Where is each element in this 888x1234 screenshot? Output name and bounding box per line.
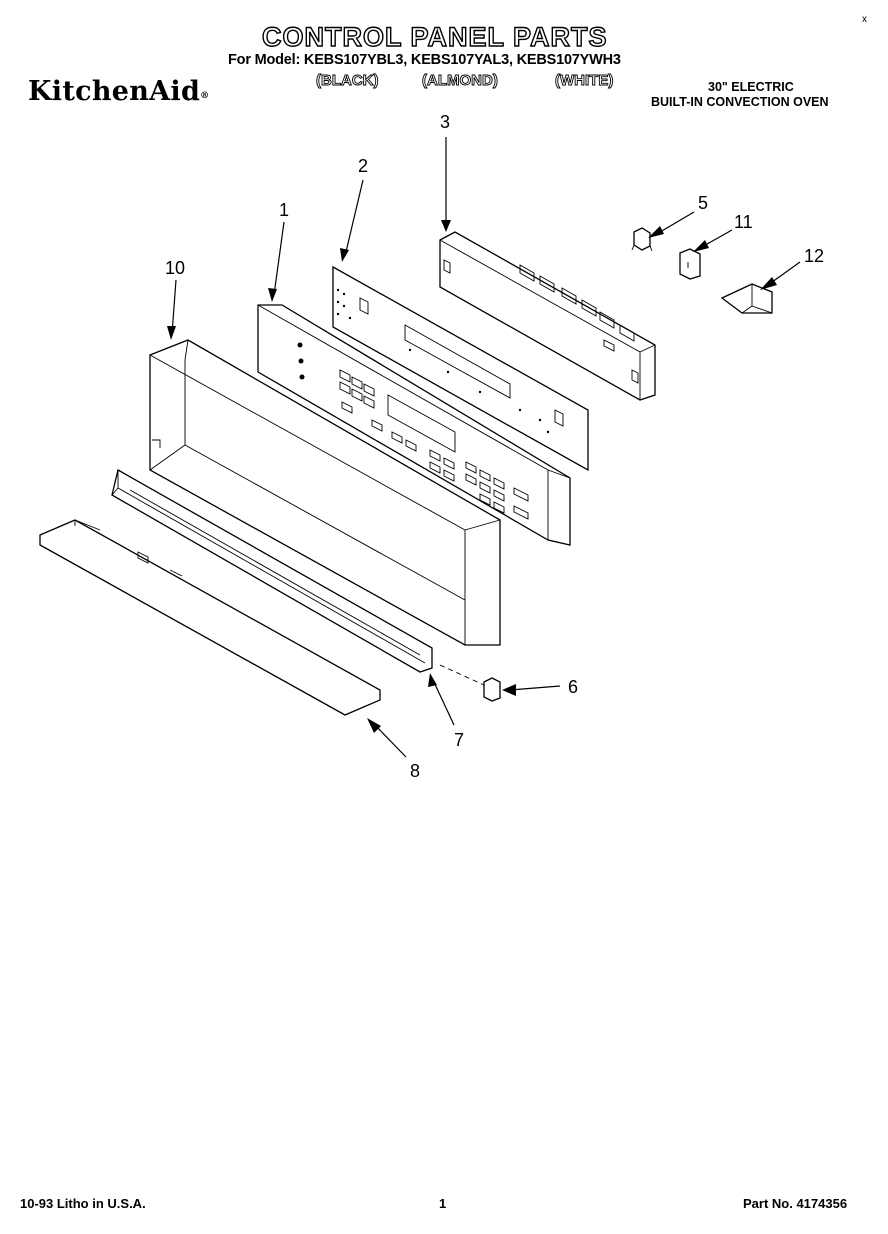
- callout-11: 11: [734, 212, 753, 232]
- part-11-bracket: [679, 248, 701, 280]
- model-list: For Model: KEBS107YBL3, KEBS107YAL3, KEB…: [228, 52, 621, 68]
- product-type: 30" ELECTRIC: [708, 80, 794, 94]
- brand-logo: KitchenAid®: [28, 76, 209, 107]
- page-title: CONTROL PANEL PARTS: [261, 21, 608, 52]
- page-number: 1: [439, 1196, 447, 1211]
- part-1-control-panel: [257, 304, 571, 546]
- part-number: Part No. 4174356: [743, 1196, 848, 1211]
- part-3-control-board: [439, 231, 656, 401]
- callout-2: 2: [358, 156, 368, 176]
- callout-12: 12: [804, 246, 824, 266]
- callout-3: 3: [440, 112, 450, 132]
- part-2-overlay: [332, 265, 589, 472]
- product-description: BUILT-IN CONVECTION OVEN: [651, 95, 829, 109]
- part-12-shield: [720, 283, 773, 314]
- callout-6: 6: [568, 677, 578, 697]
- callout-8: 8: [410, 761, 420, 781]
- part-6-end-cap: [439, 664, 501, 702]
- part-7-trim: [111, 469, 433, 673]
- callout-5: 5: [698, 193, 708, 213]
- callout-7: 7: [454, 730, 464, 750]
- color-label-white: (WHITE): [555, 72, 614, 90]
- part-5-clip: [631, 227, 653, 252]
- color-label-almond: (ALMOND): [422, 72, 499, 90]
- part-10-frame: [149, 339, 501, 646]
- callout-1: 1: [279, 200, 289, 220]
- litho-note: 10-93 Litho in U.S.A.: [20, 1196, 146, 1211]
- brand-name: KitchenAid: [28, 76, 201, 107]
- color-label-black: (BLACK): [316, 72, 379, 90]
- registered-mark: ®: [200, 91, 210, 101]
- callout-10: 10: [165, 258, 185, 278]
- corner-mark: x: [862, 14, 867, 25]
- leader-lines: [167, 137, 801, 758]
- part-8-plate: [39, 519, 381, 716]
